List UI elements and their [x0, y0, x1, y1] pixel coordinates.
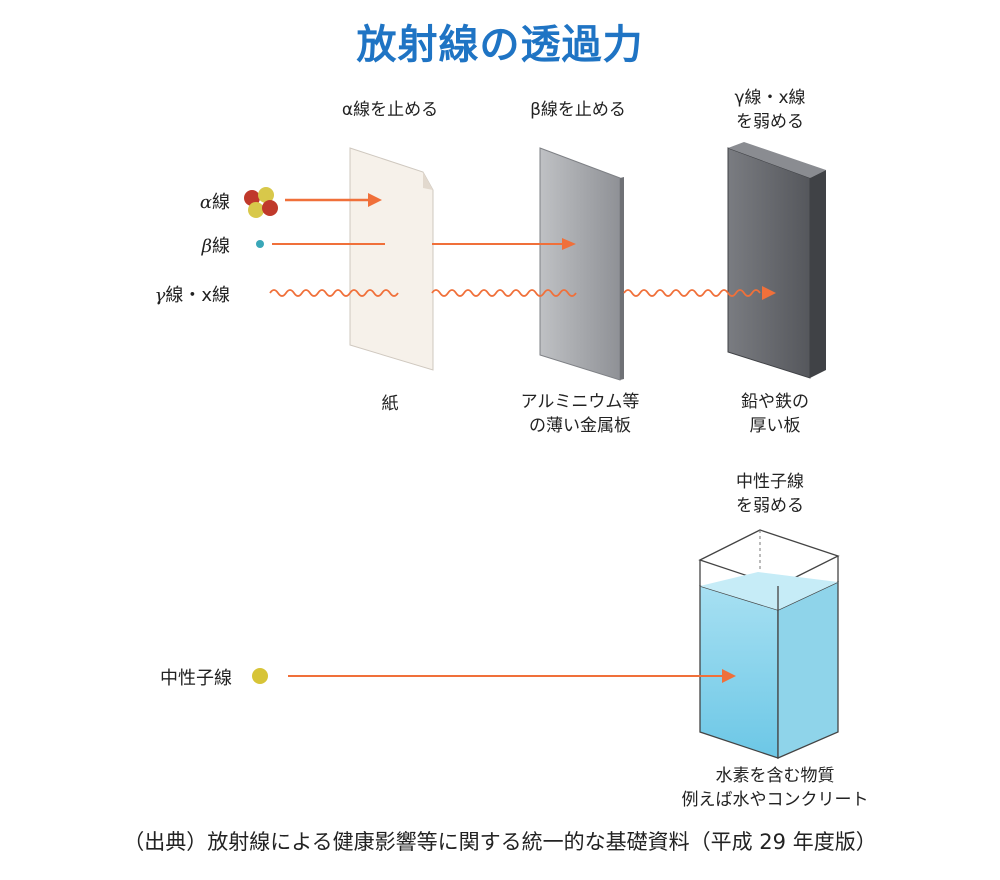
- source-citation: （出典）放射線による健康影響等に関する統一的な基礎資料（平成 29 年度版）: [123, 830, 877, 854]
- water-tank-front: [699, 585, 779, 759]
- paper-fold: [423, 172, 433, 190]
- water-bottom-label: 水素を含む物質 例えば水やコンクリート: [681, 766, 869, 810]
- alpha-ray-label: α線: [199, 192, 230, 213]
- lead-plate-edge: [810, 170, 826, 378]
- lead-top-label: γ線・x線 を弱める: [734, 88, 806, 132]
- beta-particle-icon: [256, 240, 264, 248]
- aluminum-plate-edge: [620, 177, 624, 380]
- water-top-label: 中性子線 を弱める: [736, 472, 804, 516]
- aluminum-bottom-label: アルミニウム等 の薄い金属板: [520, 392, 640, 436]
- lead-bottom-label: 鉛や鉄の 厚い板: [741, 392, 809, 436]
- paper-bottom-label: 紙: [381, 394, 399, 414]
- paper-top-label: α線を止める: [341, 100, 439, 120]
- neutron-ray-label: 中性子線: [160, 668, 232, 689]
- gamma-wave-1: [269, 289, 399, 297]
- beta-arrow-head: [562, 238, 576, 250]
- water-surface: [700, 572, 838, 610]
- neutron-arrow-head: [722, 669, 736, 683]
- neutron-particle-icon: [252, 668, 268, 684]
- gamma-arrow-head: [762, 286, 776, 300]
- beta-ray-label: β線: [201, 236, 230, 257]
- aluminum-plate: [539, 147, 621, 381]
- gamma-wave-2: [431, 289, 577, 297]
- alpha-particle-icon: [244, 187, 278, 218]
- lead-plate: [727, 147, 811, 379]
- paper-sheet: [349, 147, 434, 371]
- lead-plate-side: [728, 142, 826, 178]
- water-tank-side: [777, 580, 839, 759]
- page-title: 放射線の透過力: [356, 22, 644, 68]
- alpha-arrow-head: [368, 193, 382, 207]
- gamma-ray-label: γ線・x線: [154, 285, 230, 306]
- gamma-wave-3: [623, 289, 761, 297]
- aluminum-top-label: β線を止める: [530, 100, 626, 120]
